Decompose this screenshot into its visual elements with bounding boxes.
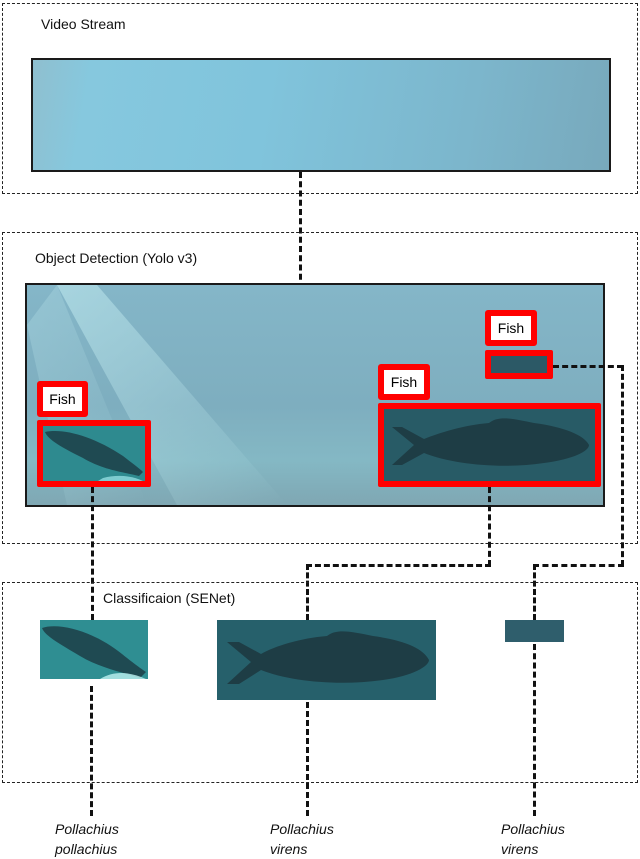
video-stream-label: Video Stream	[41, 16, 126, 32]
fish-silhouette-icon	[43, 426, 145, 481]
detection-bbox-center-right[interactable]	[378, 403, 601, 487]
connector-right-c	[533, 564, 624, 567]
result-right: Pollachius virens	[501, 819, 565, 859]
result-center: Pollachius virens	[270, 819, 334, 859]
result-center-species: virens	[270, 841, 308, 857]
connector-left-bottom	[90, 686, 93, 816]
detection-bbox-top-right[interactable]	[485, 350, 553, 379]
connector-center-bottom	[306, 702, 309, 816]
connector-right-d	[533, 564, 536, 620]
result-left-genus: Pollachius	[55, 821, 119, 837]
detection-tag-top-right: Fish	[485, 310, 537, 346]
crop-left	[40, 620, 148, 679]
video-stream-stage	[2, 3, 638, 194]
crop-center	[217, 620, 436, 700]
connector-right-bottom	[533, 644, 536, 816]
classification-stage	[2, 582, 638, 783]
detection-tag-left: Fish	[37, 381, 88, 417]
crop-right	[505, 620, 564, 642]
result-left: Pollachius pollachius	[55, 819, 119, 859]
connector-center-c	[306, 564, 309, 620]
connector-left-top	[91, 487, 94, 620]
result-center-genus: Pollachius	[270, 821, 334, 837]
result-right-genus: Pollachius	[501, 821, 565, 837]
fish-silhouette-icon	[384, 409, 595, 481]
result-left-species: pollachius	[55, 841, 118, 857]
video-frame	[31, 58, 611, 172]
detection-bbox-left[interactable]	[37, 420, 151, 487]
detection-tag-center-right: Fish	[378, 364, 430, 400]
object-detection-label: Object Detection (Yolo v3)	[35, 250, 198, 266]
result-right-species: virens	[501, 841, 539, 857]
classification-label: Classificaion (SENet)	[103, 590, 236, 606]
connector-right-b	[621, 365, 624, 566]
object-detection-stage	[2, 232, 638, 544]
connector-center-a	[488, 487, 491, 566]
connector-video-to-detection	[299, 172, 302, 289]
connector-right-a	[553, 365, 623, 368]
connector-center-b	[306, 564, 491, 567]
